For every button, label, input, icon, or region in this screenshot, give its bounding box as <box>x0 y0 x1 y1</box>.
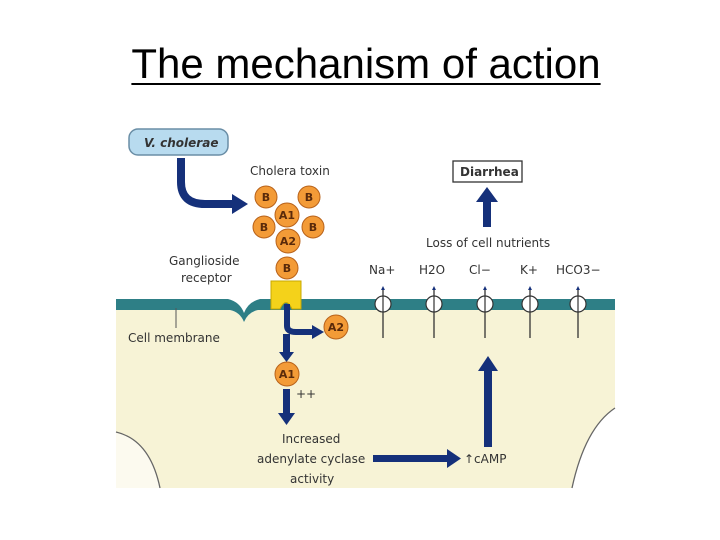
ion-label-h2o: H2O <box>419 263 445 277</box>
svg-text:B: B <box>309 221 317 234</box>
toxin-b-subunit <box>252 215 276 239</box>
outcome-label: Diarrhea <box>460 165 519 179</box>
toxin-b-bound-subunit <box>275 256 299 280</box>
membrane-label: Cell membrane <box>128 331 220 345</box>
ion-channel <box>569 286 587 338</box>
organism-box <box>128 128 229 156</box>
svg-text:A2: A2 <box>280 235 296 248</box>
svg-text:A1: A1 <box>279 368 295 381</box>
cell-outline <box>115 431 161 489</box>
ion-label-cl: Cl− <box>469 263 491 277</box>
svg-text:A1: A1 <box>279 209 295 222</box>
a1-to-enzyme-arrow <box>283 389 290 415</box>
receptor-label-2: receptor <box>181 271 232 285</box>
toxin-b-subunit <box>254 185 278 209</box>
organism-to-toxin-arrow <box>177 158 234 208</box>
ion-label-na: Na+ <box>369 263 395 277</box>
ion-channel <box>374 286 392 338</box>
toxin-b-subunit <box>301 215 325 239</box>
receptor-label-1: Ganglioside <box>169 254 239 268</box>
ion-channel <box>476 286 494 338</box>
svg-text:B: B <box>260 221 268 234</box>
toxin-complex: B B B B A1 A2 B <box>252 185 325 280</box>
receptor-to-a2-arrow <box>284 304 314 335</box>
svg-text:A2: A2 <box>328 321 344 334</box>
camp-label: ↑cAMP <box>464 452 506 466</box>
nutrient-loss-label: Loss of cell nutrients <box>426 236 550 250</box>
enzyme-label-1: Increased <box>282 432 340 446</box>
ion-label-hco3: HCO3− <box>556 263 601 277</box>
stimulation-sign: ++ <box>296 387 316 401</box>
toxin-label: Cholera toxin <box>250 164 330 178</box>
toxin-a1-subunit <box>274 202 300 228</box>
toxin-b-subunit <box>297 185 321 209</box>
ion-channel <box>425 286 443 338</box>
slide-title: The mechanism of action <box>131 40 601 87</box>
svg-text:B: B <box>305 191 313 204</box>
ion-channels <box>374 286 587 338</box>
camp-to-channels-arrow <box>484 369 492 447</box>
released-a1-subunit <box>274 361 300 387</box>
enzyme-label-2: adenylate cyclase <box>257 452 365 466</box>
receptor-to-a1-arrow <box>283 334 290 354</box>
released-a2-subunit <box>323 314 349 340</box>
enzyme-label-3: activity <box>290 472 334 486</box>
svg-text:B: B <box>283 262 291 275</box>
toxin-a2-subunit <box>275 228 301 254</box>
ganglioside-receptor <box>270 280 302 310</box>
enzyme-to-camp-arrow <box>373 455 449 462</box>
ion-label-k: K+ <box>520 263 538 277</box>
loss-to-diarrhea-arrow <box>483 200 491 227</box>
ion-channel <box>521 286 539 338</box>
outcome-box <box>452 160 523 183</box>
organism-label: V. cholerae <box>144 136 218 150</box>
svg-text:B: B <box>262 191 270 204</box>
